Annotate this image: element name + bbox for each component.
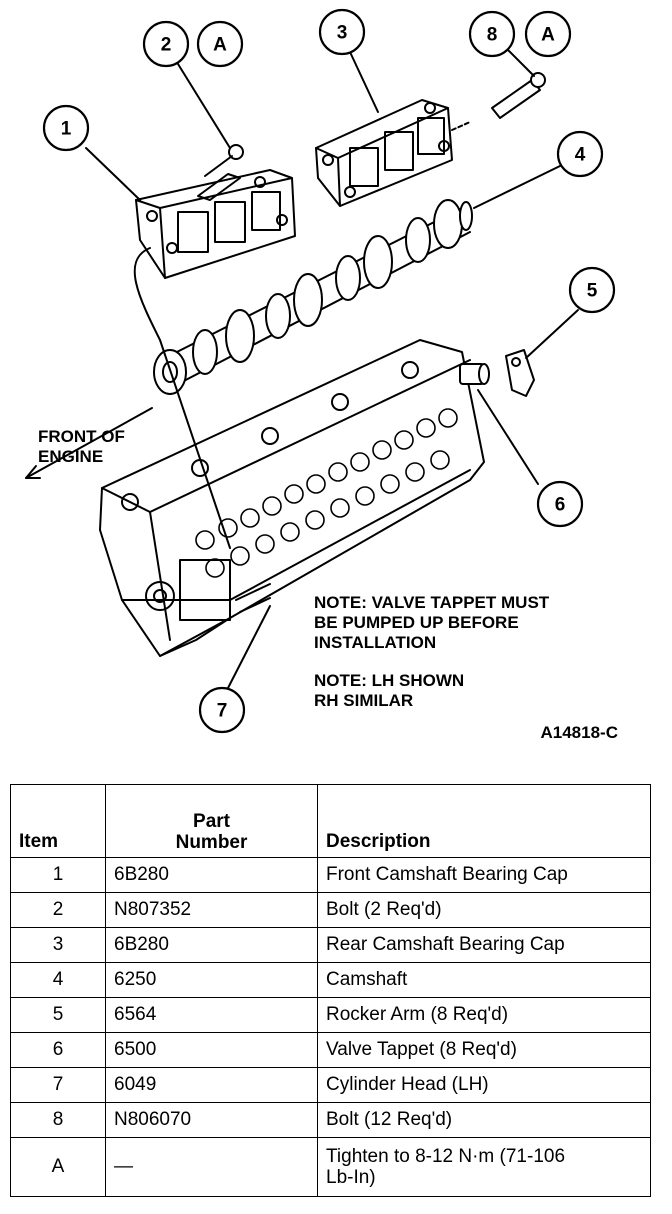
note-tappet-line1: NOTE: VALVE TAPPET MUST [314, 593, 550, 612]
note-tappet-line2: BE PUMPED UP BEFORE [314, 613, 519, 632]
callout-3: 3 [337, 23, 348, 44]
table-row: 1 6B280 Front Camshaft Bearing Cap [10, 857, 651, 893]
callout-7: 7 [217, 701, 228, 722]
callout-2-circle [142, 20, 190, 68]
row-description: Front Camshaft Bearing Cap [317, 857, 651, 893]
header-item: Item [10, 784, 106, 858]
table-row: 7 6049 Cylinder Head (LH) [10, 1067, 651, 1103]
row-item: 5 [10, 997, 106, 1033]
row-item: 4 [10, 962, 106, 998]
callout-3-circle [318, 8, 366, 56]
callout-5-circle [568, 266, 616, 314]
row-description: Camshaft [317, 962, 651, 998]
parts-table: Item Part Number Description 1 6B280 Fro… [10, 784, 651, 1197]
table-row: 8 N806070 Bolt (12 Req'd) [10, 1102, 651, 1138]
front-arrow-head [25, 465, 41, 479]
callout-8-circle [468, 10, 516, 58]
header-part-line2: Number [175, 832, 248, 853]
row-description: Bolt (12 Req'd) [317, 1102, 651, 1138]
row-part-number: N806070 [105, 1102, 318, 1138]
front-bearing-cap-drawing [135, 144, 296, 279]
table-row: 6 6500 Valve Tappet (8 Req'd) [10, 1032, 651, 1068]
leader-line-1-to-head [133, 247, 231, 549]
row-description: Valve Tappet (8 Req'd) [317, 1032, 651, 1068]
header-description: Description [317, 784, 651, 858]
callout-6: 6 [555, 495, 566, 516]
row-description-line2: Lb-In) [326, 1167, 376, 1188]
row-item: A [10, 1137, 106, 1197]
row-description: Rocker Arm (8 Req'd) [317, 997, 651, 1033]
callout-7-circle [198, 686, 246, 734]
cylinder-head-exploded-diagram: 1 2 A 3 8 A 4 5 6 7 FRONT OF ENGINE NOTE… [25, 8, 619, 742]
row-part-number: — [105, 1137, 318, 1197]
table-header-row: Item Part Number Description [10, 784, 651, 858]
callout-2: 2 [161, 35, 172, 56]
rocker-arm-drawing [505, 349, 535, 397]
callout-a-circle-right [524, 10, 572, 58]
header-part-number: Part Number [105, 784, 318, 858]
leader-line-3 [349, 51, 379, 113]
callout-1: 1 [61, 119, 72, 140]
row-description-line1: Tighten to 8-12 N·m (71-106 [326, 1146, 566, 1167]
table-row: A — Tighten to 8-12 N·m (71-106 Lb-In) [10, 1137, 651, 1197]
callout-4: 4 [575, 145, 586, 166]
valve-tappet-drawing [459, 363, 490, 385]
row-part-number: 6564 [105, 997, 318, 1033]
row-part-number: 6B280 [105, 857, 318, 893]
row-item: 8 [10, 1102, 106, 1138]
camshaft-drawing [153, 199, 473, 395]
leader-line-6 [477, 389, 539, 485]
row-part-number: 6500 [105, 1032, 318, 1068]
row-part-number: N807352 [105, 892, 318, 928]
table-row: 2 N807352 Bolt (2 Req'd) [10, 892, 651, 928]
header-part-line1: Part [193, 811, 230, 832]
row-description: Cylinder Head (LH) [317, 1067, 651, 1103]
callout-a-right: A [541, 25, 555, 46]
leader-line-4 [473, 165, 561, 209]
callout-1-circle [42, 104, 90, 152]
row-item: 6 [10, 1032, 106, 1068]
note-tappet-line3: INSTALLATION [314, 633, 436, 652]
rear-bearing-cap-drawing [315, 99, 471, 207]
callout-a-left: A [213, 35, 227, 56]
row-item: 2 [10, 892, 106, 928]
table-row: 5 6564 Rocker Arm (8 Req'd) [10, 997, 651, 1033]
figure-id: A14818-C [541, 723, 619, 742]
front-arrow [25, 407, 153, 479]
bolt-8-drawing [491, 72, 546, 119]
row-part-number: 6049 [105, 1067, 318, 1103]
row-description: Rear Camshaft Bearing Cap [317, 927, 651, 963]
row-part-number: 6250 [105, 962, 318, 998]
leader-line-8 [507, 49, 535, 77]
row-description: Tighten to 8-12 N·m (71-106 Lb-In) [317, 1137, 651, 1197]
leader-line-5 [525, 309, 579, 359]
row-item: 1 [10, 857, 106, 893]
callout-5: 5 [587, 281, 598, 302]
front-of-engine-line2: ENGINE [38, 447, 103, 466]
front-of-engine-line1: FRONT OF [38, 427, 125, 446]
row-description: Bolt (2 Req'd) [317, 892, 651, 928]
note-lh-line1: NOTE: LH SHOWN [314, 671, 464, 690]
leader-line-2 [177, 63, 231, 149]
row-item: 7 [10, 1067, 106, 1103]
table-row: 3 6B280 Rear Camshaft Bearing Cap [10, 927, 651, 963]
table-row: 4 6250 Camshaft [10, 962, 651, 998]
leader-line-7 [227, 605, 271, 689]
leader-line-1 [85, 147, 141, 201]
callout-4-circle [556, 130, 604, 178]
callout-6-circle [536, 480, 584, 528]
callout-a-circle-left [196, 20, 244, 68]
row-part-number: 6B280 [105, 927, 318, 963]
row-item: 3 [10, 927, 106, 963]
callout-8: 8 [487, 25, 498, 46]
note-lh-line2: RH SIMILAR [314, 691, 413, 710]
